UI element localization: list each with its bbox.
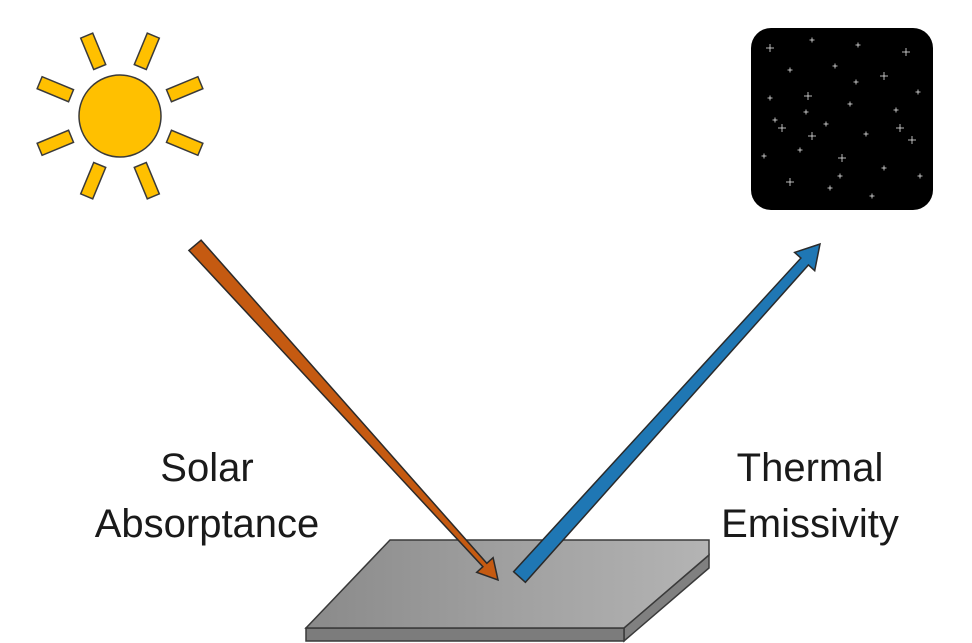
thermal-label-line1: Thermal — [736, 446, 884, 490]
solar-label-line1: Solar — [160, 446, 254, 490]
night-sky-box — [751, 28, 933, 210]
plate-front — [305, 627, 625, 642]
solar-label-line2: Absorptance — [94, 502, 320, 546]
sun-disc — [78, 74, 162, 158]
night-sky-icon — [751, 28, 933, 210]
thermal-emissivity-label: Thermal Emissivity — [680, 440, 940, 552]
thermal-emissivity-arrow — [512, 242, 821, 584]
thermal-label-line2: Emissivity — [721, 502, 899, 546]
stars — [761, 37, 923, 199]
plate-top — [304, 539, 710, 629]
sun-icon — [36, 32, 204, 200]
material-plate — [304, 539, 710, 643]
sun-rays — [36, 32, 204, 200]
solar-absorptance-arrow — [187, 239, 500, 582]
solar-absorptance-label: Solar Absorptance — [62, 440, 352, 552]
